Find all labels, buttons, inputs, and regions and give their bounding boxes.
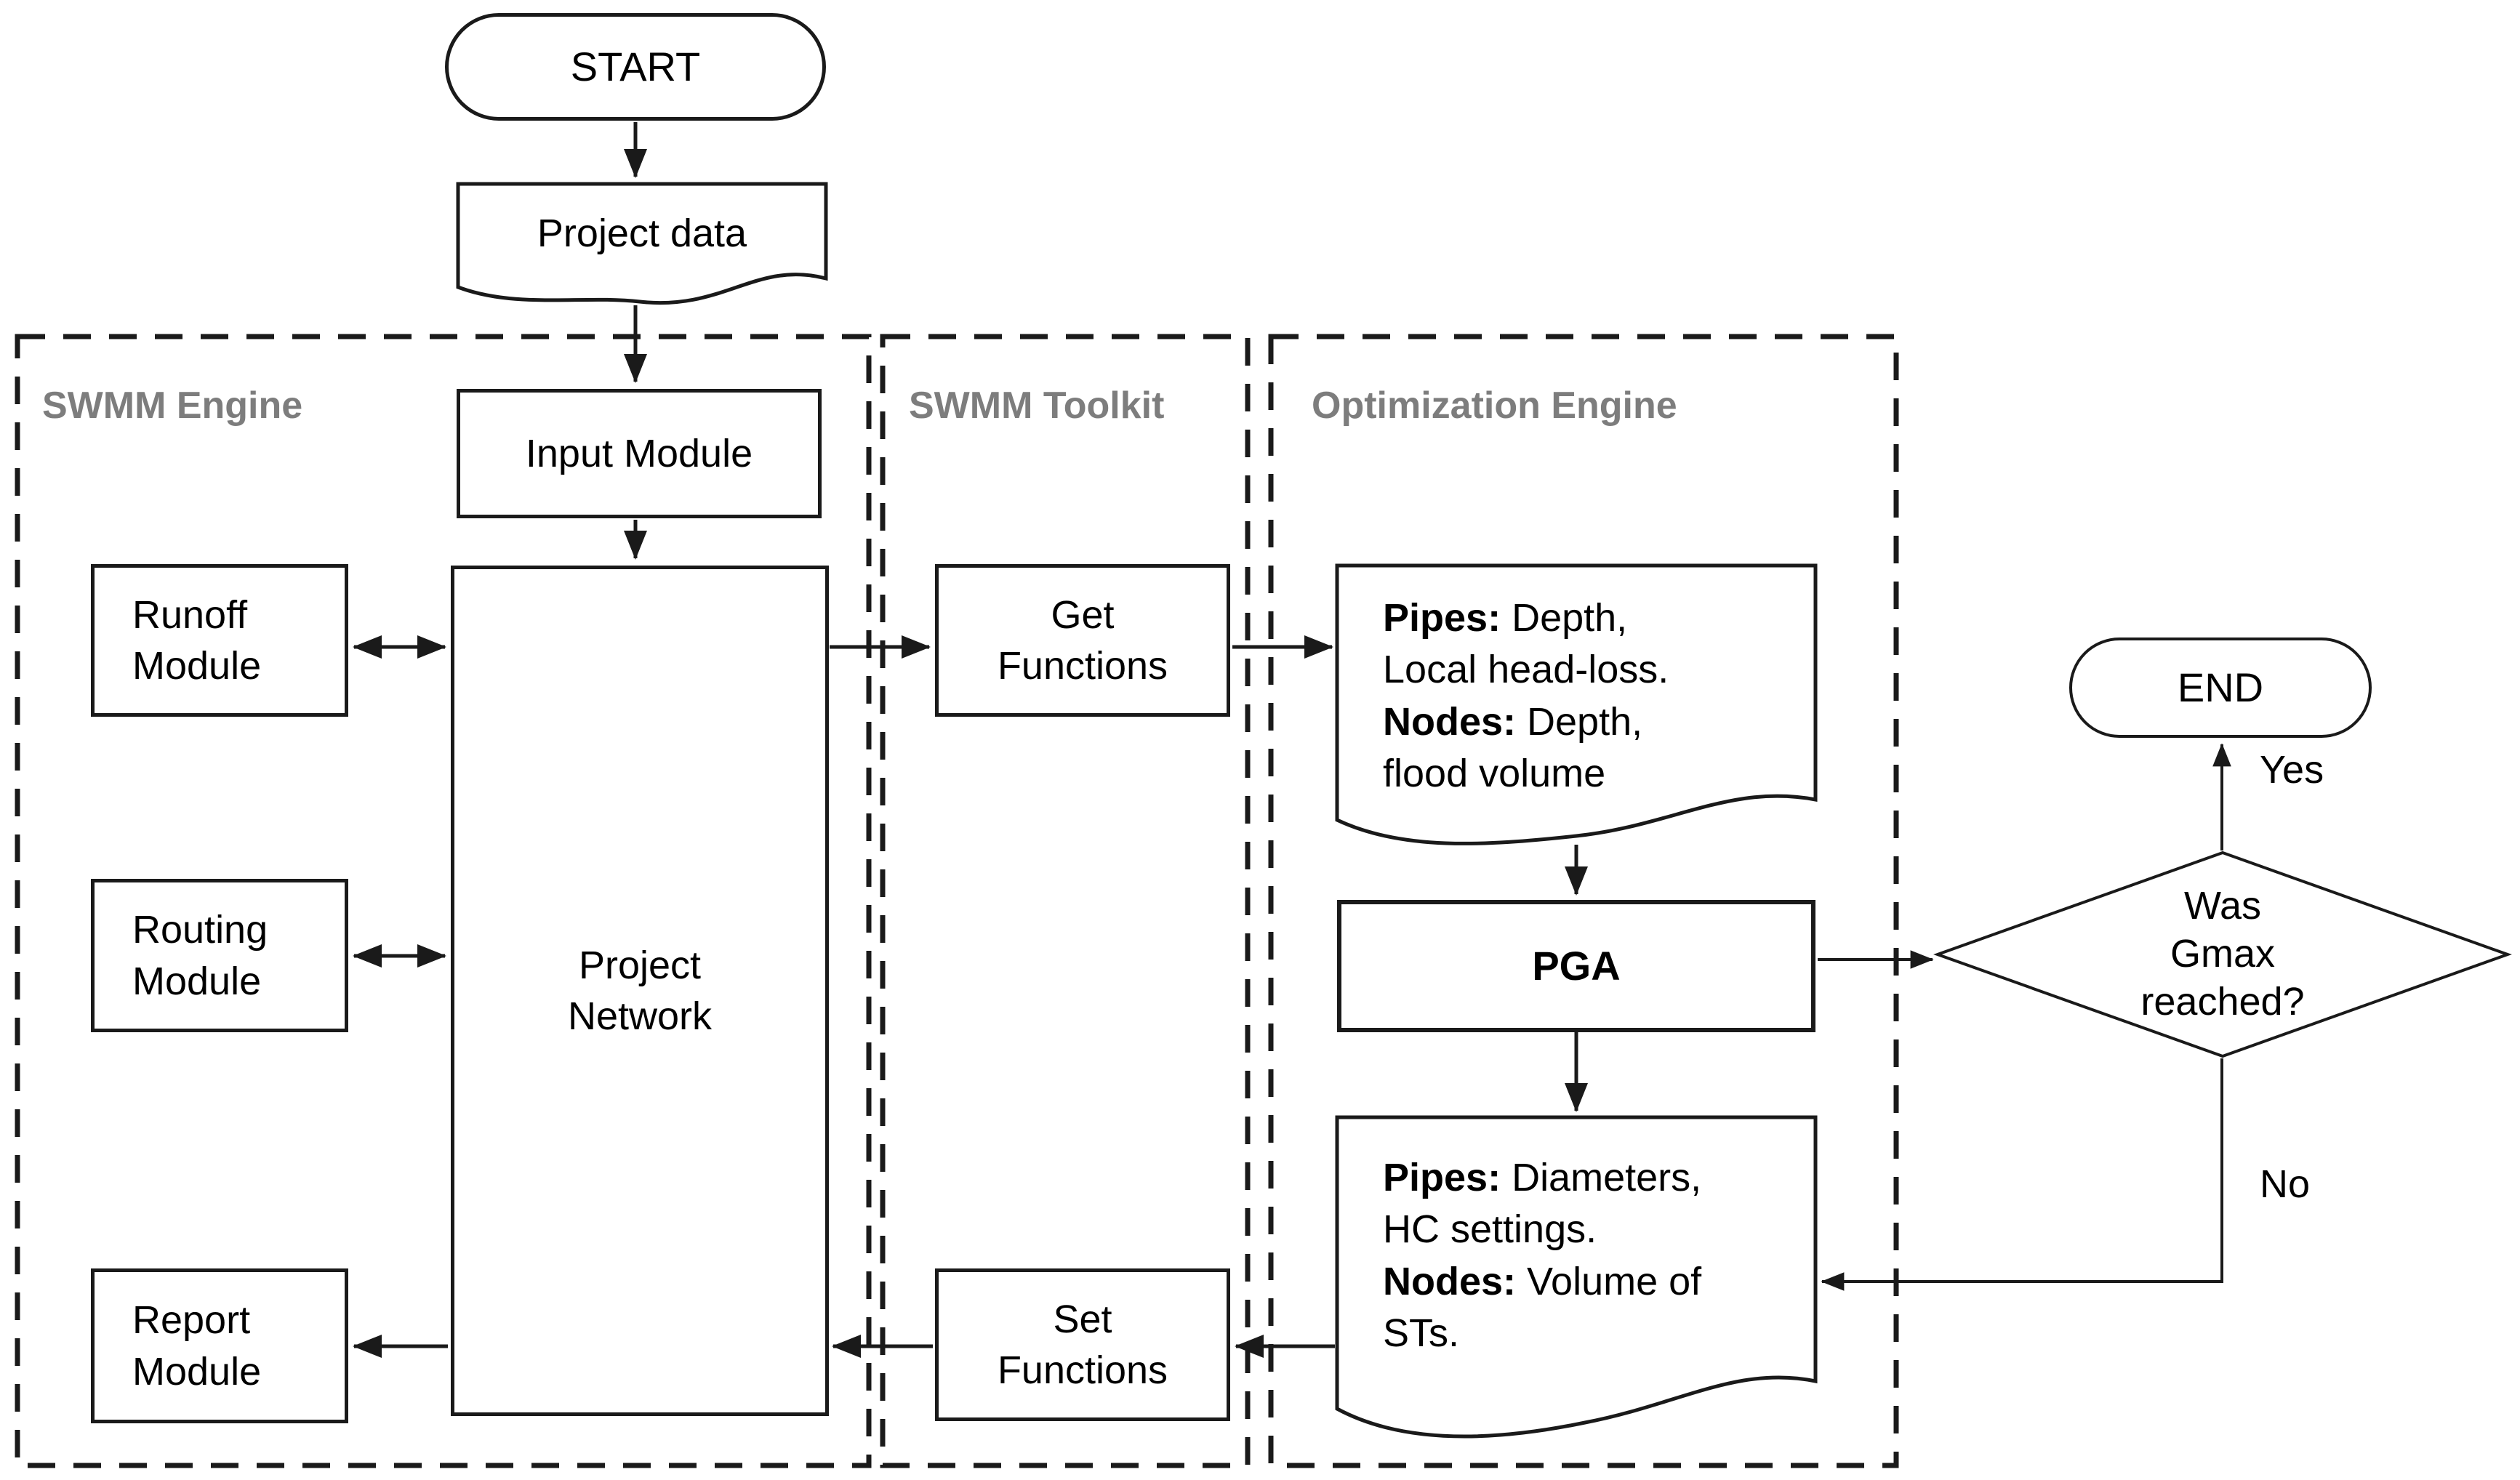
decisions-doc-line: STs.	[1383, 1311, 1460, 1355]
results-doc-line: Pipes: Depth,	[1383, 596, 1628, 640]
results-doc-line: Nodes: Depth,	[1383, 699, 1643, 744]
report-module-box: Report Module	[91, 1268, 348, 1423]
optimization-engine-container	[1268, 334, 1899, 1468]
get-functions-box: Get Functions	[935, 564, 1230, 717]
decision-label: Was Gmax reached?	[2140, 884, 2305, 1023]
optimization-engine-title: Optimization Engine	[1312, 385, 1677, 427]
results-doc-shape	[1335, 563, 1818, 845]
project-network-label: Project Network	[567, 943, 713, 1038]
decisions-doc-text: Pipes: Diameters, HC settings. Nodes: Vo…	[1383, 1152, 1701, 1359]
results-doc-line: flood volume	[1383, 751, 1606, 795]
decisions-doc-line: HC settings.	[1383, 1207, 1597, 1252]
decisions-doc-line: Pipes: Diameters,	[1383, 1156, 1702, 1199]
end-label: END	[2177, 664, 2264, 710]
project-network-box: Project Network	[451, 566, 829, 1416]
routing-module-box: Routing Module	[91, 879, 348, 1032]
no-edge-label: No	[2260, 1162, 2311, 1206]
get-functions-label: Get Functions	[997, 592, 1168, 688]
start-terminal: START	[445, 13, 826, 121]
pga-label: PGA	[1532, 942, 1621, 989]
input-module-label: Input Module	[525, 431, 753, 475]
end-terminal: END	[2069, 638, 2372, 738]
report-module-label: Report Module	[132, 1298, 262, 1393]
set-functions-box: Set Functions	[935, 1268, 1230, 1421]
results-doc-text: Pipes: Depth, Local head-loss. Nodes: De…	[1383, 592, 1669, 800]
runoff-module-label: Runoff Module	[132, 592, 262, 688]
set-functions-label: Set Functions	[997, 1297, 1168, 1392]
start-label: START	[570, 43, 701, 89]
arrow-decision-no-to-decisions-doc	[1821, 1058, 2223, 1291]
decision-diamond-shape	[1933, 850, 2512, 1058]
pga-box: PGA	[1337, 900, 1815, 1032]
yes-edge-label: Yes	[2260, 748, 2324, 792]
runoff-module-box: Runoff Module	[91, 564, 348, 717]
routing-module-label: Routing Module	[132, 908, 268, 1003]
swmm-engine-title: SWMM Engine	[42, 385, 303, 427]
decisions-doc-shape	[1335, 1115, 1818, 1439]
input-module-box: Input Module	[457, 389, 822, 518]
swmm-engine-container	[15, 334, 872, 1468]
swmm-toolkit-title: SWMM Toolkit	[909, 385, 1165, 427]
project-data-doc-shape	[456, 182, 828, 305]
project-data-label: Project data	[537, 212, 747, 255]
decisions-doc-line: Nodes: Volume of	[1383, 1259, 1702, 1303]
swmm-toolkit-container	[880, 334, 1251, 1468]
results-doc-line: Local head-loss.	[1383, 648, 1669, 692]
